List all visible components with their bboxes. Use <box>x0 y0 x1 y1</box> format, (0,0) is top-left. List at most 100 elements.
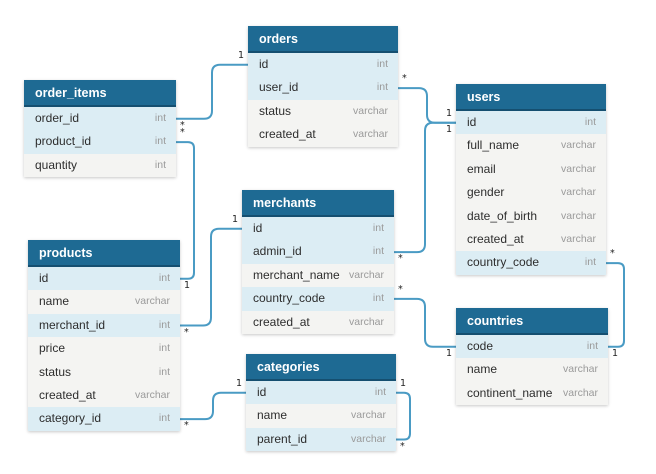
cardinality-label: 1 <box>238 49 245 61</box>
link-users-countries <box>606 262 625 348</box>
cardinality-label: 1 <box>446 123 453 135</box>
table-header[interactable]: categories <box>246 354 396 381</box>
field-type: varchar <box>562 386 598 399</box>
field-row[interactable]: id int <box>242 217 394 241</box>
field-name: order_id <box>35 111 80 125</box>
field-row[interactable]: admin_id int <box>242 240 394 264</box>
field-name: id <box>467 115 477 129</box>
cardinality-label: * <box>398 253 403 265</box>
field-row[interactable]: id int <box>456 111 606 135</box>
field-name: continent_name <box>467 385 553 400</box>
table-header[interactable]: products <box>28 240 180 267</box>
field-type: int <box>158 365 170 378</box>
field-name: code <box>467 339 494 353</box>
link-merchants-users <box>394 121 456 254</box>
field-type: varchar <box>560 162 596 175</box>
field-type: varchar <box>560 232 596 245</box>
cardinality-label: 1 <box>236 377 243 389</box>
table-header[interactable]: countries <box>456 308 608 335</box>
field-type: int <box>154 112 166 124</box>
cardinality-label: * <box>402 73 407 85</box>
link-products-categories <box>180 391 246 421</box>
field-name: quantity <box>35 157 78 172</box>
field-row[interactable]: order_id int <box>24 107 176 131</box>
field-type: varchar <box>134 388 170 401</box>
cardinality-label: * <box>398 283 403 295</box>
field-name: country_code <box>467 255 540 270</box>
field-name: admin_id <box>253 244 302 259</box>
cardinality-label: * <box>184 326 189 338</box>
table-header[interactable]: merchants <box>242 190 394 217</box>
link-merchants-countries <box>394 297 456 348</box>
field-name: name <box>257 408 288 423</box>
cardinality-label: * <box>610 248 615 260</box>
field-row[interactable]: status int <box>28 360 180 384</box>
field-name: category_id <box>39 411 102 426</box>
field-type: int <box>154 158 166 171</box>
field-type: int <box>158 342 170 355</box>
field-name: product_id <box>35 134 92 149</box>
field-type: varchar <box>350 432 386 445</box>
field-type: int <box>584 116 596 128</box>
field-name: name <box>467 362 498 377</box>
cardinality-label: 1 <box>232 213 239 225</box>
field-type: int <box>372 222 384 234</box>
link-categories-self <box>396 391 411 441</box>
cardinality-label: * <box>180 119 185 131</box>
field-name: status <box>39 364 72 379</box>
field-row[interactable]: email varchar <box>456 157 606 182</box>
table-header[interactable]: users <box>456 84 606 111</box>
field-name: id <box>253 221 263 235</box>
field-row[interactable]: continent_name varchar <box>456 381 608 406</box>
field-name: created_at <box>253 314 310 329</box>
field-type: varchar <box>560 209 596 222</box>
cardinality-label: 1 <box>612 347 619 359</box>
field-type: varchar <box>134 295 170 308</box>
cardinality-label: * <box>400 440 405 452</box>
field-type: int <box>158 272 170 284</box>
link-products-merchants <box>180 227 242 327</box>
field-type: int <box>372 245 384 258</box>
table-header[interactable]: order_items <box>24 80 176 107</box>
field-row[interactable]: category_id int <box>28 407 180 431</box>
field-type: int <box>376 81 388 94</box>
field-name: email <box>467 161 496 176</box>
field-type: varchar <box>352 104 388 117</box>
field-row[interactable]: user_id int <box>248 76 398 100</box>
field-type: int <box>158 412 170 425</box>
field-name: user_id <box>259 80 299 95</box>
cardinality-label: * <box>180 127 185 139</box>
field-row[interactable]: quantity int <box>24 153 176 178</box>
table-header[interactable]: orders <box>248 26 398 53</box>
